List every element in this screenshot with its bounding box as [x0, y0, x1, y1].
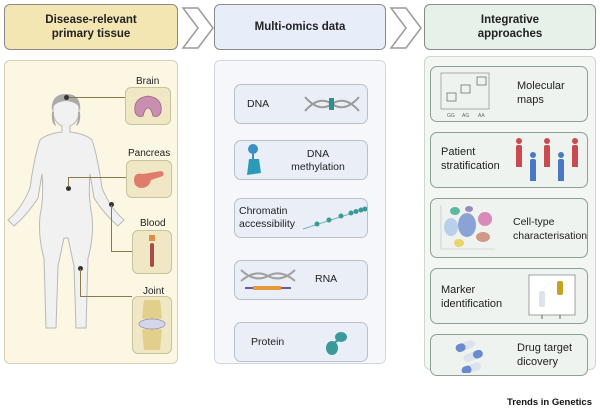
organ-label-pancreas: Pancreas [128, 148, 171, 159]
pancreas-connector [68, 177, 69, 187]
omic-label-dna: DNA [247, 98, 270, 110]
organ-label-brain: Brain [136, 76, 160, 87]
approach-label-cell-type: Cell-type characterisation [513, 216, 588, 242]
rna-transcript-icon [240, 269, 296, 290]
organ-label-blood: Blood [140, 218, 166, 229]
brain-icon [134, 95, 162, 117]
approach-label-drug-target: Drug target dicovery [517, 342, 573, 368]
organ-box-brain [125, 87, 171, 125]
omic-item-protein: Protein [234, 322, 368, 362]
patients-icon [516, 138, 578, 181]
approach-label-molecular-maps: Molecular maps [517, 80, 565, 106]
brain-marker-dot [64, 95, 69, 100]
omic-label-dna-methylation: DNA methylation [291, 148, 345, 173]
knee-joint-icon [138, 300, 166, 350]
journal-credit: Trends in Genetics [507, 397, 592, 408]
omic-item-rna: RNA [234, 260, 368, 300]
methylation-icon [247, 144, 261, 175]
boxplot-genotype-icon: GG AG AA [440, 72, 490, 119]
chevron-right-icon [389, 7, 422, 49]
organ-box-joint [132, 296, 172, 354]
stage-header-approaches: Integrative approaches [424, 4, 596, 50]
pancreas-icon [134, 171, 164, 188]
omic-label-rna: RNA [315, 273, 338, 285]
blood-marker-dot [109, 202, 114, 207]
approach-item-drug-target: Drug target dicovery [430, 334, 588, 376]
organ-label-joint: Joint [143, 286, 165, 297]
stage-header-tissue-label: Disease-relevant primary tissue [45, 14, 137, 40]
approach-item-patient-stratification: Patient stratification [430, 132, 588, 188]
human-body-icon [7, 94, 125, 329]
organ-box-pancreas [126, 160, 172, 198]
joint-connector [80, 269, 81, 297]
capsules-icon [455, 339, 483, 373]
pancreas-marker-dot [66, 186, 71, 191]
approach-item-cell-type: Cell-type characterisation [430, 198, 588, 258]
chevron-right-icon [181, 7, 214, 49]
tick-label-aa: AA [478, 113, 485, 119]
approach-item-marker-identification: Marker identification [430, 268, 588, 324]
stage-header-omics: Multi-omics data [214, 4, 386, 50]
umap-cluster-icon [440, 205, 495, 250]
organ-box-blood [132, 230, 172, 274]
marker-boxplot-icon [528, 274, 576, 319]
blood-connector [111, 205, 112, 252]
joint-marker-dot [78, 266, 83, 271]
stage-header-approaches-label: Integrative approaches [477, 14, 543, 40]
chromatin-icon [302, 206, 367, 230]
omic-item-chromatin: Chromatin accessibility [234, 198, 368, 238]
omic-label-protein: Protein [251, 336, 285, 348]
omic-item-dna: DNA [234, 84, 368, 124]
approach-label-patient-stratification: Patient stratification [441, 146, 500, 172]
tick-label-gg: GG [447, 113, 455, 119]
stage-header-tissue: Disease-relevant primary tissue [4, 4, 178, 50]
omic-item-dna-methylation: DNA methylation [234, 140, 368, 180]
omic-label-chromatin: Chromatin accessibility [239, 205, 296, 230]
stage-header-omics-label: Multi-omics data [254, 21, 346, 33]
blood-connector-h [111, 251, 132, 252]
approach-label-marker-identification: Marker identification [441, 284, 503, 310]
brain-connector [69, 97, 125, 98]
blood-tube-icon [149, 235, 155, 267]
tick-label-ag: AG [462, 113, 469, 119]
dna-helix-icon [304, 96, 360, 112]
approach-item-molecular-maps: GG AG AA Molecular maps [430, 66, 588, 122]
joint-connector-h [80, 296, 132, 297]
protein-icon [326, 332, 347, 355]
pancreas-connector-h [68, 177, 126, 178]
